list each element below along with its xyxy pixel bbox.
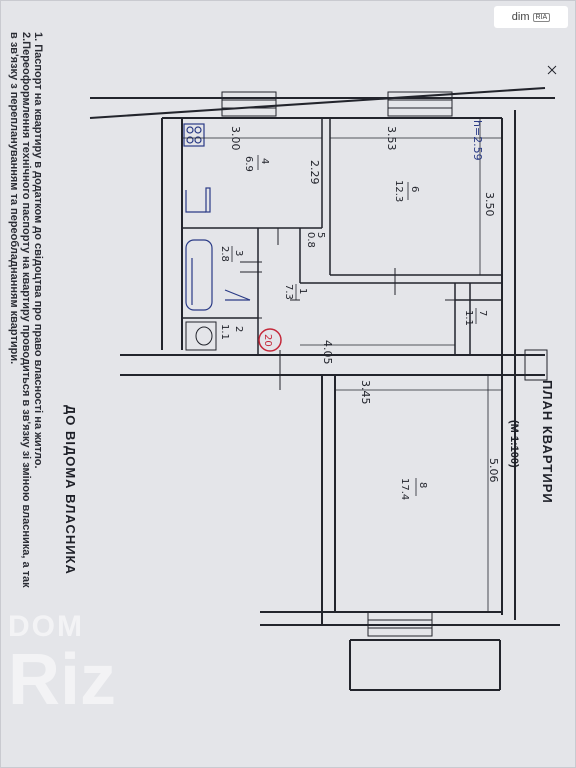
dimension-300: 3.00 [229, 126, 242, 151]
sink-fixture [185, 187, 211, 213]
svg-text:2: 2 [233, 326, 244, 332]
room-3-label: 3 2.8 [219, 246, 244, 262]
note-line-2: 2.Переоформлення технічного паспорту на … [20, 32, 32, 588]
note-line-1: 1. Паспорт на квартиру в додатком до сві… [32, 32, 44, 469]
dimension-lines [182, 118, 502, 612]
owner-notes: 1. Паспорт на квартиру в додатком до сві… [8, 32, 44, 588]
outer-walls [89, 87, 560, 691]
dimension-353: 3.53 [385, 126, 398, 151]
badge-sub: RIA [532, 12, 551, 22]
dimria-badge[interactable]: dim RIA [494, 6, 568, 28]
windows [221, 91, 548, 637]
svg-text:7: 7 [477, 310, 488, 316]
svg-text:2.8: 2.8 [219, 246, 230, 262]
svg-text:20: 20 [262, 334, 273, 347]
interior-walls [182, 118, 502, 355]
svg-text:8: 8 [417, 482, 428, 488]
dimension-350: 3.50 [483, 192, 496, 217]
svg-text:7.3: 7.3 [283, 284, 294, 300]
dimension-405: 4.05 [321, 340, 334, 365]
room-1-label: 1 7.3 [283, 284, 308, 300]
badge-brand: dim [511, 11, 530, 23]
stove-fixture [183, 123, 205, 147]
room-2-label: 2 1.1 [219, 324, 244, 340]
toilet-fixture [185, 321, 217, 351]
svg-text:5: 5 [315, 232, 326, 238]
bathtub-fixture [185, 239, 251, 311]
dimension-229: 2.29 [308, 160, 321, 185]
dimension-345: 3.45 [359, 380, 372, 405]
plan-title: ПЛАН КВАРТИРИ [540, 380, 555, 504]
room-8-label: 8 17.4 [399, 478, 428, 500]
svg-text:12.3: 12.3 [393, 180, 404, 202]
note-line-3: в зв'язку з переплануванням та переоблад… [8, 32, 20, 365]
ceiling-height-note: h=2.59 [471, 120, 484, 161]
inventory-stamp: 20 [258, 328, 282, 352]
svg-text:1.1: 1.1 [463, 310, 474, 326]
svg-text:6: 6 [409, 186, 420, 192]
room-4-label: 4 6.9 [243, 155, 270, 172]
svg-text:1.1: 1.1 [219, 324, 230, 340]
svg-text:17.4: 17.4 [399, 478, 410, 500]
dimension-506: 5.06 [487, 458, 500, 483]
owner-heading: ДО ВІДОМА ВЛАСНИКА [63, 405, 78, 575]
room-6-label: 6 12.3 [393, 180, 420, 202]
svg-text:6.9: 6.9 [243, 156, 254, 172]
svg-text:4: 4 [259, 158, 270, 164]
room-5-label: 5 0.8 [305, 232, 326, 248]
svg-text:3: 3 [233, 250, 244, 256]
door-marks [240, 228, 470, 390]
svg-text:0.8: 0.8 [305, 232, 316, 248]
plan-scale: (М 1:100) [508, 420, 520, 468]
corner-mark [547, 65, 557, 75]
room-7-label: 7 1.1 [463, 308, 488, 326]
svg-text:1: 1 [297, 288, 308, 294]
